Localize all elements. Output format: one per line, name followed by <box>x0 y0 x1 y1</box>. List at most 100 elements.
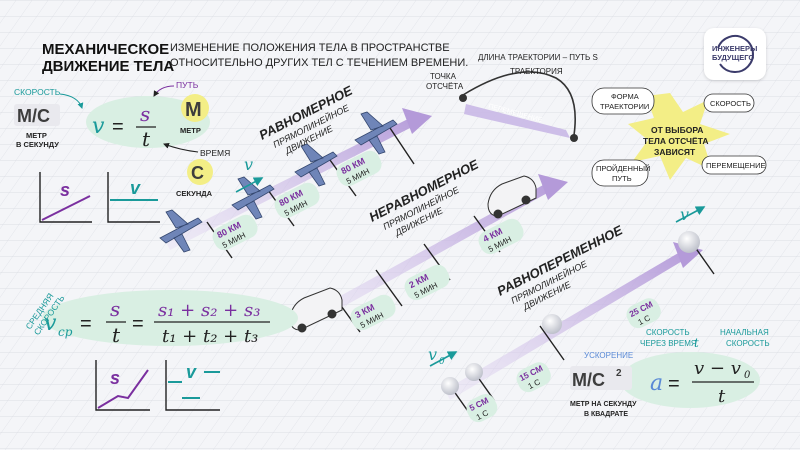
plane-icon <box>231 176 275 220</box>
unit-accel-caption-2: В КВАДРАТЕ <box>584 411 628 418</box>
uniform-motion-row: v 80 КМ 5 МИН 80 КМ 5 МИН 80 КМ 5 МИН РА… <box>159 83 432 259</box>
speed-after-label: СКОРОСТЬ <box>646 328 690 337</box>
reference-point-label-2: ОТСЧЁТА <box>426 82 464 91</box>
bubble-trajectory-shape: ФОРМА <box>611 92 639 101</box>
title-line-1: МЕХАНИЧЕСКОЕ <box>42 41 170 58</box>
speed-formula-block: СКОРОСТЬ ПУТЬ ВРЕМЯ М/С МЕТР В СЕКУНДУ v… <box>14 80 230 223</box>
unit-accel-caption: МЕТР НА СЕКУНДУ <box>570 401 637 408</box>
definition-line-1: ИЗМЕНЕНИЕ ПОЛОЖЕНИЯ ТЕЛА В ПРОСТРАНСТВЕ <box>170 42 450 54</box>
unit-accel: М/С <box>572 370 605 390</box>
final-velocity-vector <box>675 206 706 223</box>
logo-ring-icon <box>717 35 754 73</box>
bubble-displacement: ПЕРЕМЕЩЕНИЕ <box>706 161 766 170</box>
equals-sign: = <box>668 373 680 395</box>
logo-line-1: ИНЖЕНЕРЫ <box>712 44 758 53</box>
unit-speed: М/С <box>17 106 50 126</box>
tick-line <box>389 127 415 165</box>
graph-label-v: v <box>186 362 197 382</box>
equals-sign: = <box>132 313 144 335</box>
plane-icon <box>294 143 338 187</box>
accel-formula-lhs: a <box>650 371 663 396</box>
path-length-label: ДЛИНА ТРАЕКТОРИИ – ПУТЬ S <box>478 53 598 62</box>
center-line-3: ЗАВИСЯТ <box>654 147 696 157</box>
speed-after-t: t <box>694 336 699 350</box>
unit-speed-caption: МЕТР <box>26 131 47 140</box>
time-label: ВРЕМЯ <box>200 148 230 158</box>
unit-accel-power: 2 <box>616 368 622 379</box>
speed-formula-num: s <box>140 102 150 126</box>
accel-formula-num-sub: 0 <box>744 370 751 381</box>
definition-text: ИЗМЕНЕНИЕ ПОЛОЖЕНИЯ ТЕЛА В ПРОСТРАНСТВЕ … <box>170 41 468 71</box>
car-icon <box>487 175 537 217</box>
trajectory-diagram: ТОЧКА ОТСЧЁТА ДЛИНА ТРАЕКТОРИИ – ПУТЬ S … <box>426 53 598 142</box>
graph-label-s: s <box>60 180 70 200</box>
final-velocity-label: v <box>680 205 689 224</box>
logo-text: ИНЖЕНЕРЫ БУДУЩЕГО <box>712 44 757 62</box>
graph-label-v: v <box>130 178 141 198</box>
reference-point-label: ТОЧКА <box>430 72 457 81</box>
definition-line-2: ОТНОСИТЕЛЬНО ДРУГИХ ТЕЛ С ТЕЧЕНИЕМ ВРЕМЕ… <box>170 57 469 69</box>
unit-meter-caption: МЕТР <box>180 126 201 135</box>
plane-icon <box>354 111 398 155</box>
avg-frac1-num: s <box>110 297 120 321</box>
reference-body-cluster: ОТ ВЫБОРА ТЕЛА ОТСЧЁТА ЗАВИСЯТ ФОРМА ТРА… <box>591 87 767 187</box>
page-title: МЕХАНИЧЕСКОЕ ДВИЖЕНИЕ ТЕЛА <box>42 41 174 75</box>
graph-axes <box>165 360 220 411</box>
initial-velocity-vector <box>429 351 458 367</box>
graph-axes <box>39 172 92 223</box>
trajectory-label: ТРАЕКТОРИЯ <box>510 67 563 76</box>
car-icon <box>289 287 343 331</box>
graph-axes <box>95 360 150 411</box>
acceleration-label: УСКОРЕНИЕ <box>584 351 633 360</box>
accelerated-motion-row: v 0 v 5 СМ 1 С 15 СМ 1 С 25 СМ 1 С РАВНО… <box>428 205 715 423</box>
displacement-band <box>464 104 570 138</box>
graph-axes <box>107 172 160 223</box>
accel-formula-den: t <box>718 386 726 407</box>
equals-sign: = <box>112 116 124 138</box>
avg-formula-lhs: v <box>44 311 57 336</box>
unit-second: С <box>191 163 204 183</box>
speed-label: СКОРОСТЬ <box>14 87 61 97</box>
speed-after-label-2: ЧЕРЕЗ ВРЕМЯ <box>640 339 697 348</box>
initial-speed-label: НАЧАЛЬНАЯ <box>720 328 769 337</box>
ball-icon <box>678 231 700 253</box>
ball-icon <box>465 363 483 381</box>
initial-speed-label-2: СКОРОСТЬ <box>726 339 770 348</box>
nonuniform-arrow-band <box>300 184 549 328</box>
velocity-vector <box>235 177 264 193</box>
accel-formula-num: v − v <box>694 358 741 379</box>
bubble-distance: ПРОЙДЕННЫЙ <box>596 164 650 173</box>
avg-frac2-den: t₁ + t₂ + t₃ <box>162 326 258 347</box>
acceleration-formula-block: СКОРОСТЬ ЧЕРЕЗ ВРЕМЯ t НАЧАЛЬНАЯ СКОРОСТ… <box>570 328 770 418</box>
logo: ИНЖЕНЕРЫ БУДУЩЕГО <box>704 28 766 80</box>
unit-meter: М <box>185 99 202 121</box>
avg-frac2-num: s₁ + s₂ + s₃ <box>158 300 260 321</box>
graph-label-s: s <box>110 368 120 388</box>
bubble-distance-2: ПУТЬ <box>612 174 632 183</box>
center-line-2: ТЕЛА ОТСЧЁТА <box>643 136 709 146</box>
graph-line-s <box>97 369 149 409</box>
initial-velocity-label: v <box>428 345 437 364</box>
path-label: ПУТЬ <box>176 80 199 90</box>
uniform-arrow-head <box>402 108 432 134</box>
initial-velocity-subscript: 0 <box>439 357 445 367</box>
ball-icon <box>441 377 459 395</box>
nonuniform-arrow-head <box>538 174 568 200</box>
unit-speed-caption-2: В СЕКУНДУ <box>16 140 59 149</box>
bubble-trajectory-shape-2: ТРАЕКТОРИИ <box>600 102 649 111</box>
plane-icon <box>159 209 203 253</box>
bubble-speed: СКОРОСТЬ <box>710 99 751 108</box>
velocity-vector-label: v <box>244 155 253 174</box>
speed-formula-den: t <box>142 127 151 151</box>
tick-line <box>539 325 565 361</box>
tick-line <box>375 269 403 307</box>
center-line-1: ОТ ВЫБОРА <box>651 125 703 135</box>
graph-line-s <box>41 195 91 221</box>
title-line-2: ДВИЖЕНИЕ ТЕЛА <box>42 58 175 75</box>
avg-formula-subscript: ср <box>58 325 73 339</box>
trajectory-curve <box>462 71 576 136</box>
accelerated-arrow-band <box>445 252 684 400</box>
reference-point <box>459 94 467 102</box>
uniform-arrow-band <box>165 118 414 250</box>
